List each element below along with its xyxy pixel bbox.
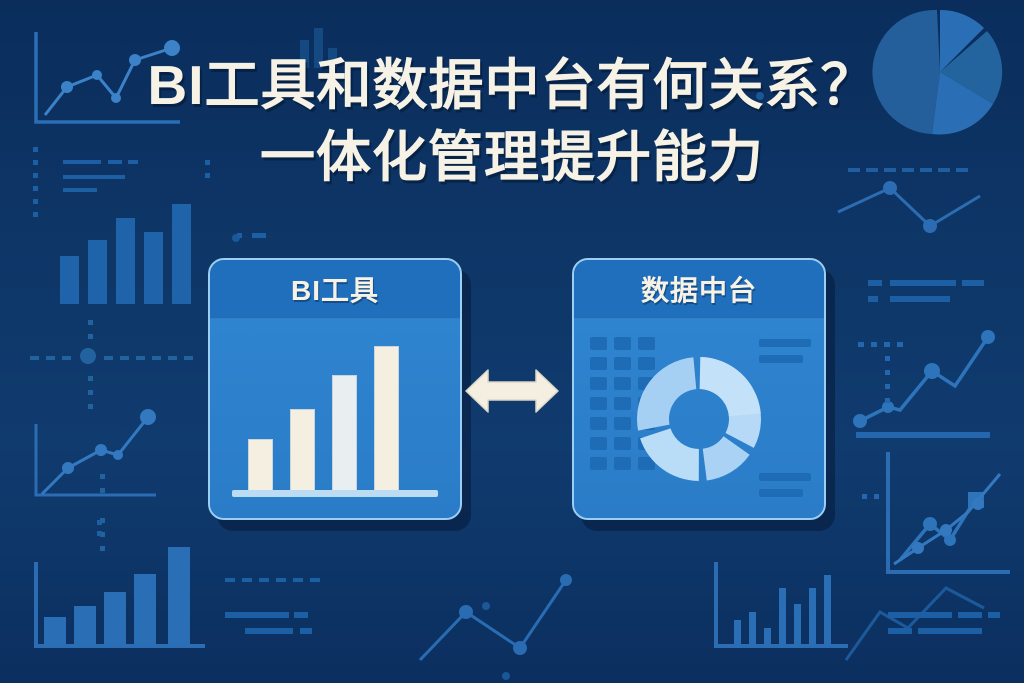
text-placeholder-right-upper xyxy=(868,280,984,302)
data-grid-cell xyxy=(590,437,607,450)
card-bi-tool[interactable]: BI工具 xyxy=(208,258,462,520)
line-chart-right-lower-icon xyxy=(862,492,984,562)
text-placeholder-bottom-left xyxy=(225,578,320,634)
line-chart-upper-right-icon xyxy=(844,586,985,661)
card-data-middle-platform-header: 数据中台 xyxy=(574,260,824,319)
headline: BI工具和数据中台有何关系？ 一体化管理提升能力 xyxy=(0,52,1024,190)
data-grid-cell xyxy=(590,377,607,390)
donut-segment xyxy=(699,357,761,417)
data-grid-cell xyxy=(614,377,631,390)
data-grid-cell xyxy=(614,437,631,450)
bi-chart-baseline xyxy=(232,490,438,497)
data-grid-cell xyxy=(590,357,607,370)
bi-bar-3 xyxy=(332,375,357,491)
text-placeholder-top-right xyxy=(759,339,811,363)
double-headed-arrow-icon xyxy=(465,369,559,413)
dotted-crosshair-icon xyxy=(30,320,193,551)
line-chart-mid-right-icon xyxy=(853,330,995,438)
card-bi-tool-title: BI工具 xyxy=(290,275,379,306)
bar-chart-bottom-left-icon xyxy=(34,520,205,648)
donut-segment xyxy=(637,357,697,431)
bi-bar-1 xyxy=(248,439,273,491)
bi-bar-2 xyxy=(290,409,315,491)
text-placeholder-bottom-right-card xyxy=(759,473,811,497)
donut-chart-icon xyxy=(637,357,762,481)
data-grid-cell xyxy=(638,337,655,350)
line-chart-bottom-right-axes-icon xyxy=(886,452,1010,574)
card-data-middle-platform-title: 数据中台 xyxy=(640,275,757,306)
data-grid-cell xyxy=(590,337,607,350)
data-grid-cell xyxy=(614,357,631,370)
bar-chart-upper-left-icon xyxy=(60,204,191,304)
data-grid-cell xyxy=(614,337,631,350)
donut-segment xyxy=(640,428,699,481)
bi-bar-4 xyxy=(374,346,399,491)
headline-line-2: 一体化管理提升能力 xyxy=(259,126,764,188)
data-grid-cell xyxy=(590,397,607,410)
line-chart-mid-left-icon xyxy=(34,409,156,497)
card-data-middle-platform[interactable]: 数据中台 xyxy=(572,258,826,520)
card-bi-tool-body xyxy=(210,319,460,518)
card-bi-tool-header: BI工具 xyxy=(210,260,460,319)
bar-chart-bottom-right-icon xyxy=(714,562,848,648)
headline-line-1: BI工具和数据中台有何关系？ xyxy=(147,54,877,116)
data-grid-cell xyxy=(614,457,631,470)
card-data-middle-platform-body xyxy=(574,319,824,518)
bar-chart-icon xyxy=(210,319,460,518)
data-grid-cell xyxy=(590,457,607,470)
data-grid-cell xyxy=(590,417,607,430)
text-placeholder-bottom-right xyxy=(888,612,1000,634)
line-chart-mid-center-right-icon xyxy=(418,574,572,662)
data-grid-cell xyxy=(614,417,631,430)
data-grid-cell xyxy=(614,397,631,410)
donut-segment xyxy=(702,436,750,481)
